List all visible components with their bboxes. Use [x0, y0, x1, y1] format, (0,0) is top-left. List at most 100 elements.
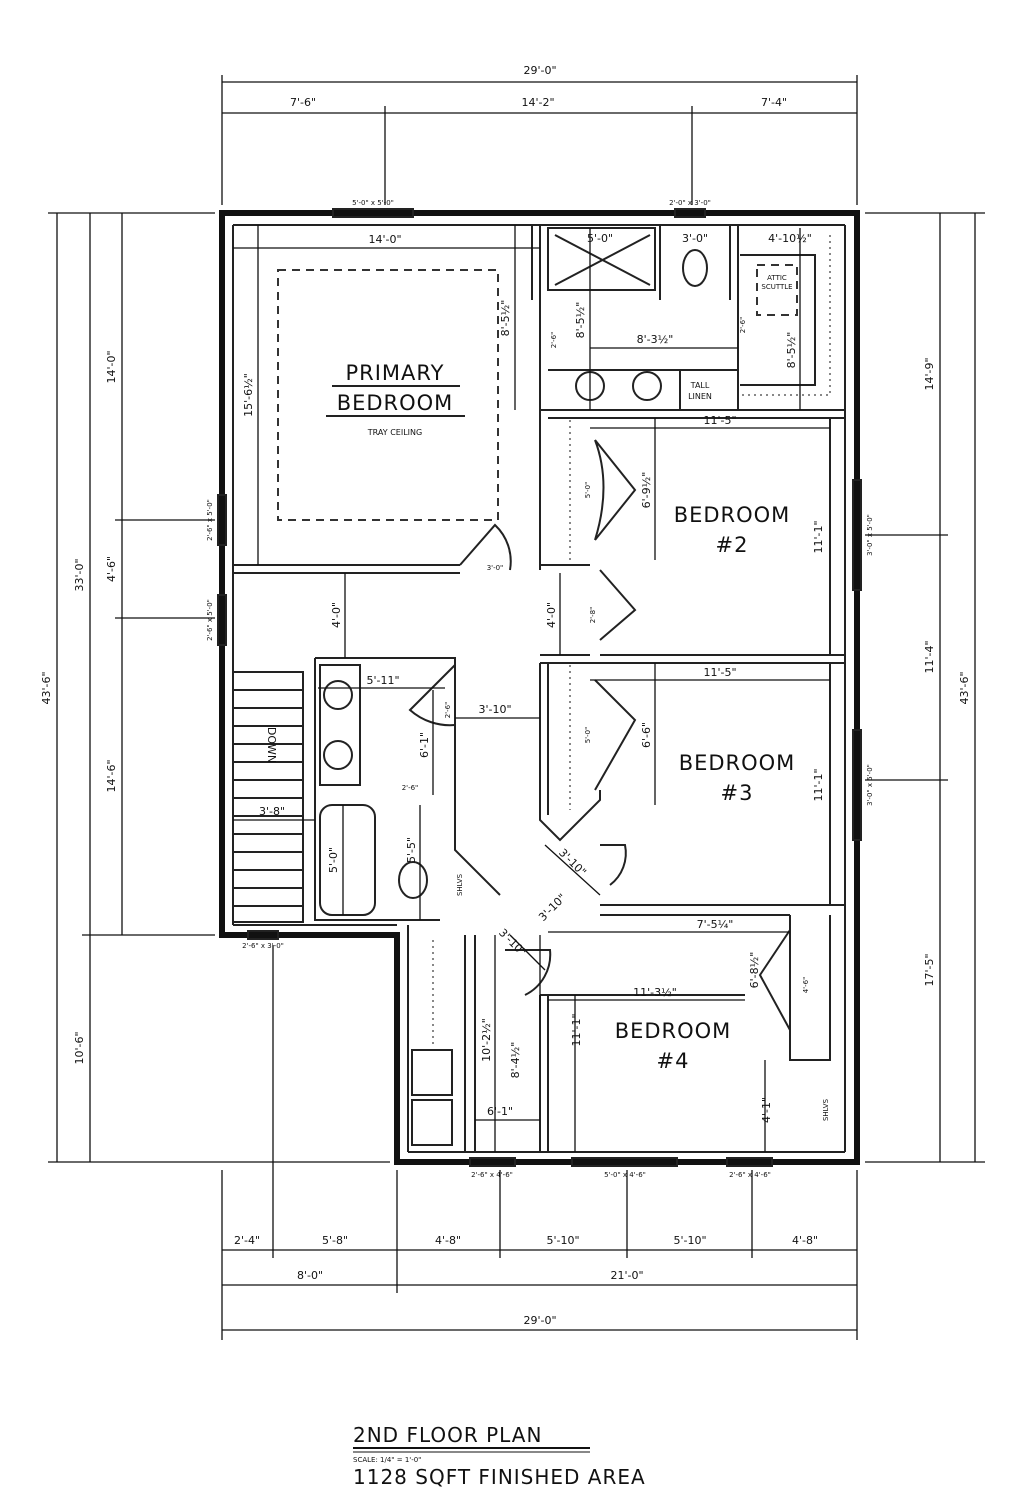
dim-bed3-h: 11'-1"	[812, 768, 825, 801]
dim-bot-h: 21'-0"	[610, 1269, 643, 1282]
dim-tub: 5'-0"	[327, 847, 340, 873]
dim-top-total: 29'-0"	[523, 64, 556, 77]
dim-bot-e: 5'-10"	[673, 1234, 706, 1247]
dim-right-total: 43'-6"	[958, 671, 971, 704]
dim-stair-w: 3'-8"	[259, 805, 285, 818]
dim-laundry-h: 10'-2½"	[480, 1018, 493, 1062]
window-label: 2'-6" x 4'-6"	[471, 1171, 513, 1179]
dim-left-33: 33'-0"	[73, 558, 86, 591]
dim-bed4-w: 7'-5¼"	[697, 918, 734, 931]
window-label: 3'-0" x 5'-0"	[866, 514, 874, 556]
staircase	[232, 671, 304, 923]
dim-laundry-h2: 8'-4½"	[509, 1042, 522, 1079]
room-label-primary: PRIMARY	[345, 361, 444, 385]
dim-top-c: 7'-4"	[761, 96, 787, 109]
dim-left-a: 14'-0"	[105, 350, 118, 383]
shelves-label: SHLVS	[456, 873, 464, 896]
dim-angle-c: 3'-10"	[496, 926, 529, 959]
dim-bed2-closet: 6'-9½"	[640, 472, 653, 509]
dim-bot-a: 2'-4"	[234, 1234, 260, 1247]
window-label: 2'-0" x 3'-0"	[669, 199, 711, 207]
windows	[217, 208, 862, 1167]
dim-angle-a: 3'-10"	[556, 846, 589, 879]
plan-title: 2ND FLOOR PLAN	[353, 1423, 542, 1447]
plan-scale: SCALE: 1/4" = 1'-0"	[353, 1456, 421, 1464]
room-label-primary-2: BEDROOM	[337, 391, 454, 415]
dim-hall-h: 4'-0"	[330, 602, 343, 628]
dim-laundry-w: 6'-1"	[487, 1105, 513, 1118]
dim-bed2-h: 11'-1"	[812, 520, 825, 553]
room-labels: PRIMARY BEDROOM TRAY CEILING BEDROOM #2 …	[265, 274, 830, 1121]
dim-right-c: 17'-5"	[923, 953, 936, 986]
tray-ceiling-outline	[277, 269, 499, 521]
window-label: 2'-6" x 5'-0"	[206, 599, 214, 641]
room-label-bed2: BEDROOM	[674, 503, 791, 527]
dim-bath2-w: 5'-11"	[366, 674, 399, 687]
dimension-labels: 29'-0" 7'-6" 14'-2" 7'-4" 2'-4" 5'-8" 4'…	[40, 64, 971, 1327]
dim-hall-3-10: 3'-10"	[478, 703, 511, 716]
doors	[408, 439, 791, 1031]
dim-attic-w: 4'-10½"	[768, 232, 812, 245]
room-label-bed4: BEDROOM	[615, 1019, 732, 1043]
window-label: 2'-6" x 5'-0"	[206, 499, 214, 541]
dim-bot-f: 4'-8"	[792, 1234, 818, 1247]
dim-bot-d: 5'-10"	[546, 1234, 579, 1247]
dim-bed3-closet-d: 5'-0"	[584, 727, 592, 744]
dim-left-b: 4'-6"	[105, 556, 118, 582]
dim-bed4-h2: 4'-1"	[760, 1097, 773, 1123]
dim-bath-h: 8'-5½"	[574, 302, 587, 339]
dim-bed3-closet: 6'-6"	[640, 722, 653, 748]
dim-bed4-closet-d: 4'-6"	[802, 977, 810, 994]
dim-angle-b: 3'-10"	[536, 891, 569, 924]
room-label-bed3: BEDROOM	[679, 751, 796, 775]
dim-hall-h2: 4'-0"	[545, 602, 558, 628]
dim-wc2: 5'-5"	[405, 837, 418, 863]
window-label: 2'-6" x 4'-6"	[729, 1171, 771, 1179]
shelves-label-2: SHLVS	[822, 1098, 830, 1121]
window-label: 5'-0" x 4'-6"	[604, 1171, 646, 1179]
dim-vanity-w: 8'-3½"	[637, 333, 674, 346]
dim-door-2-8: 2'-8"	[589, 607, 597, 624]
dim-left-d: 10'-6"	[73, 1031, 86, 1064]
dim-left-c: 14'-6"	[105, 759, 118, 792]
dim-door-b: 2'-6"	[739, 317, 747, 334]
dim-bot-c: 4'-8"	[435, 1234, 461, 1247]
dim-top-b: 14'-2"	[521, 96, 554, 109]
plan-area: 1128 SQFT FINISHED AREA	[353, 1465, 646, 1489]
tray-ceiling-note: TRAY CEILING	[367, 428, 422, 437]
dim-bed2-closet-d: 5'-0"	[584, 482, 592, 499]
dim-top-a: 7'-6"	[290, 96, 316, 109]
dim-shower: 5'-0"	[587, 232, 613, 245]
dimension-lines	[48, 75, 985, 1340]
exterior-wall	[219, 210, 860, 1165]
dim-bot-b: 5'-8"	[322, 1234, 348, 1247]
title-block: 2ND FLOOR PLAN SCALE: 1/4" = 1'-0" 1128 …	[353, 1423, 646, 1489]
dim-door-a: 2'-6"	[550, 332, 558, 349]
room-label-bed3-num: #3	[721, 781, 754, 805]
dim-bot-g: 8'-0"	[297, 1269, 323, 1282]
dim-bath2-door2: 2'-6"	[402, 784, 419, 792]
dim-hall-w: 3'-0"	[487, 564, 504, 572]
room-label-bed2-num: #2	[716, 533, 749, 557]
window-labels: 5'-0" x 5'-0" 2'-0" x 3'-0" 2'-6" x 5'-0…	[206, 199, 874, 1179]
window-label: 2'-6" x 3'-0"	[242, 942, 284, 950]
dim-primary-h: 15'-6½"	[242, 373, 255, 417]
interior-dimension-lines	[233, 225, 830, 1152]
attic-label-2: SCUTTLE	[761, 283, 792, 291]
dim-bed2-w: 11'-5"	[703, 414, 736, 427]
dim-bot-total: 29'-0"	[523, 1314, 556, 1327]
linen-label-2: LINEN	[688, 392, 712, 401]
interior-walls	[233, 225, 845, 1152]
stair-down-label: DOWN	[265, 727, 278, 763]
room-label-bed4-num: #4	[657, 1049, 690, 1073]
linen-label: TALL	[690, 381, 710, 390]
dim-bath-h2: 8'-5½"	[785, 332, 798, 369]
dim-primary-w: 14'-0"	[368, 233, 401, 246]
dim-right-a: 14'-9"	[923, 357, 936, 390]
dim-bath2-h: 6'-1"	[418, 732, 431, 758]
dim-left-total: 43'-6"	[40, 671, 53, 704]
dim-bed4-w2: 11'-3½"	[633, 986, 677, 999]
window-label: 5'-0" x 5'-0"	[352, 199, 394, 207]
dim-bed3-w: 11'-5"	[703, 666, 736, 679]
